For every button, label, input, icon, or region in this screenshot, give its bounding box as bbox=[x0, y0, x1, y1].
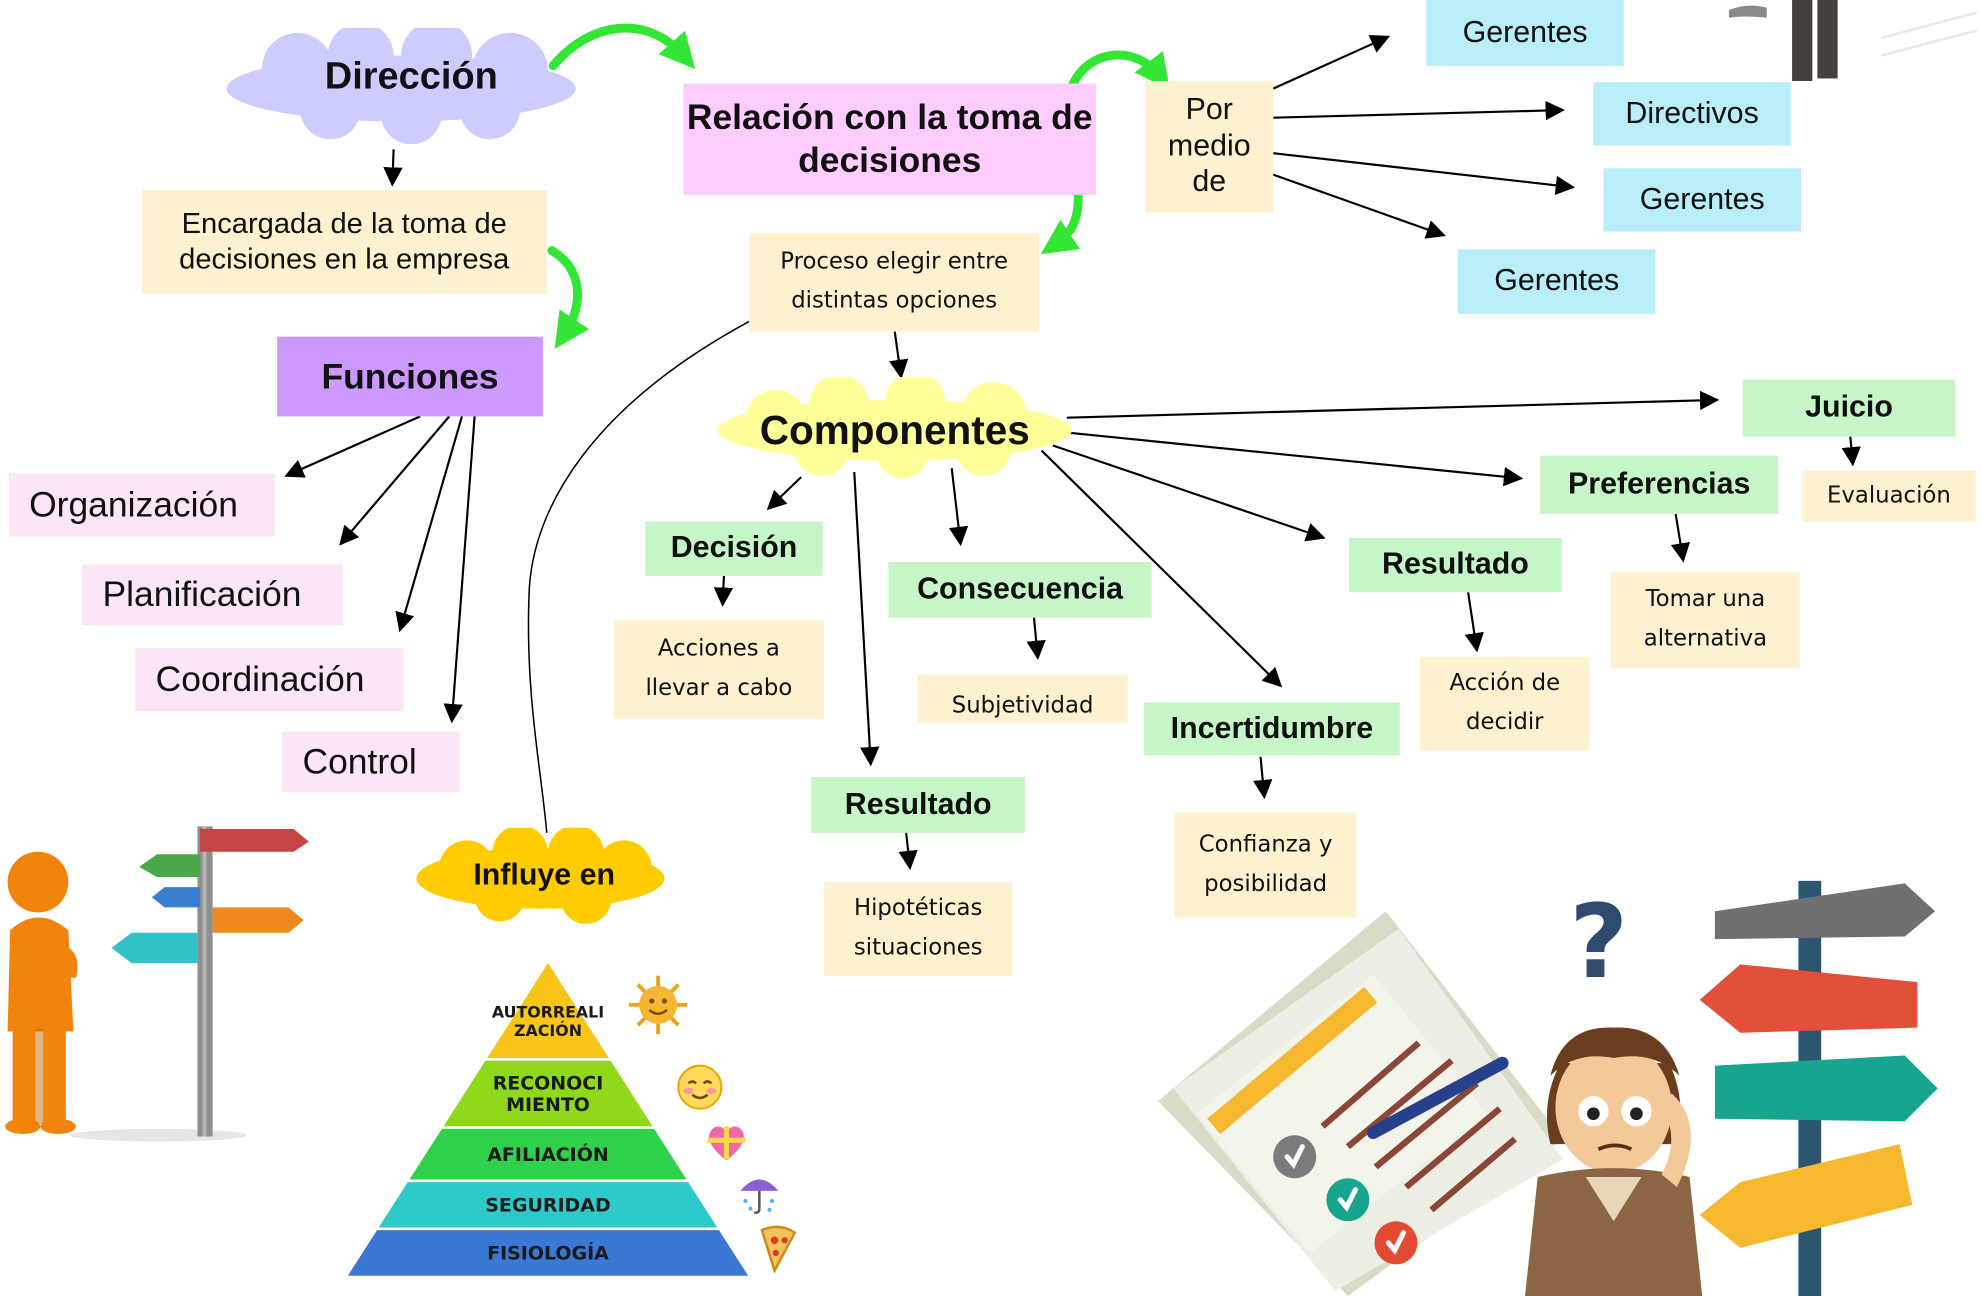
businessman-legs-illustration bbox=[1728, 0, 1978, 81]
arrow-direccion-encargada bbox=[383, 149, 403, 187]
componentes-node: Componentes bbox=[759, 406, 1030, 453]
green-arrow-encargada-funciones bbox=[547, 246, 590, 349]
arrow-consecuencia-subjetividad bbox=[1026, 617, 1046, 661]
control-node: Control bbox=[282, 731, 460, 793]
por-medio-de-node: Por medio de bbox=[1145, 80, 1274, 213]
pizza-icon bbox=[760, 1225, 797, 1274]
sun-face-icon bbox=[629, 975, 688, 1034]
arrow-componentes-decision bbox=[766, 476, 802, 511]
gerentes-node-1: Gerentes bbox=[1426, 0, 1624, 66]
coordinacion-node: Coordinación bbox=[135, 647, 404, 712]
pyramid-level-label-4: SEGURIDAD bbox=[485, 1194, 610, 1216]
funciones-node: Funciones bbox=[277, 336, 543, 417]
green-arrow-direccion-relacion bbox=[548, 23, 696, 71]
umbrella-rain-icon bbox=[740, 1179, 779, 1214]
confianza-node: Confianza y posibilidad bbox=[1174, 812, 1357, 918]
decision-node: Decisión bbox=[645, 521, 823, 576]
influye-node: Influye en bbox=[473, 858, 616, 893]
arrow-incertidumbre-confianza bbox=[1253, 756, 1273, 800]
arrow-pormedio-gerentes3 bbox=[1272, 173, 1446, 239]
direccion-cloud-shape bbox=[226, 27, 576, 145]
influye-cloud-shape bbox=[416, 827, 665, 924]
encargada-node: Encargada de la toma de decisiones en la… bbox=[141, 189, 547, 294]
arrow-resultado2-accion bbox=[1464, 592, 1484, 653]
hipoteticas-node: Hipotéticas situaciones bbox=[823, 882, 1013, 976]
arrow-funciones-organizacion bbox=[284, 415, 421, 478]
preferencias-node: Preferencias bbox=[1540, 455, 1779, 514]
relacion-node: Relación con la toma de decisiones bbox=[683, 83, 1097, 195]
pyramid-level-label-3: AFILIACIÓN bbox=[487, 1142, 609, 1166]
green-arrow-relacion-pormedio bbox=[1068, 50, 1170, 91]
arrow-componentes-resultado1 bbox=[853, 472, 880, 767]
pyramid-level-5 bbox=[343, 1227, 753, 1279]
planificacion-node: Planificación bbox=[82, 564, 343, 626]
arrow-preferencias-tomar bbox=[1670, 513, 1691, 563]
arrow-decision-acciones bbox=[713, 575, 734, 607]
directivos-node: Directivos bbox=[1593, 82, 1791, 146]
arrow-componentes-consecuencia bbox=[948, 468, 969, 547]
green-arrow-relacion-proceso bbox=[1040, 191, 1083, 255]
arrow-resultado1-hipoteticas bbox=[898, 832, 918, 871]
blushing-face-icon bbox=[677, 1064, 723, 1110]
svg-text:?: ? bbox=[1569, 883, 1628, 1001]
accion-decidir-node: Acción de decidir bbox=[1420, 656, 1590, 751]
arrow-proceso-componentes bbox=[889, 331, 909, 380]
arrow-funciones-coordinacion bbox=[395, 416, 463, 633]
tomar-node: Tomar una alternativa bbox=[1611, 572, 1800, 669]
organizacion-node: Organización bbox=[8, 473, 275, 537]
arrow-componentes-incertidumbre bbox=[1040, 449, 1283, 688]
resultado-node-2: Resultado bbox=[1349, 537, 1562, 593]
acciones-node: Acciones a llevar a cabo bbox=[613, 620, 824, 719]
arrow-pormedio-gerentes2 bbox=[1273, 152, 1576, 195]
arrow-pormedio-directivos bbox=[1273, 100, 1565, 121]
arrow-juicio-evaluacion bbox=[1841, 436, 1861, 467]
thinking-person-signpost-illustration bbox=[5, 826, 309, 1142]
arrow-componentes-juicio bbox=[1066, 390, 1720, 419]
subjetividad-node: Subjetividad bbox=[917, 674, 1128, 723]
incertidumbre-node: Incertidumbre bbox=[1144, 702, 1400, 756]
pyramid-level-label-5: FISIOLOGÍA bbox=[487, 1242, 609, 1265]
arrow-funciones-planificacion bbox=[339, 415, 451, 546]
gift-heart-icon bbox=[707, 1126, 746, 1161]
consecuencia-node: Consecuencia bbox=[888, 561, 1152, 618]
confused-man-checklist-signs-illustration: ? bbox=[1158, 880, 1938, 1296]
direccion-node: Dirección bbox=[324, 55, 498, 98]
evaluacion-node: Evaluación bbox=[1802, 470, 1976, 522]
proceso-node: Proceso elegir entre distintas opciones bbox=[749, 232, 1040, 332]
resultado-node-1: Resultado bbox=[811, 777, 1026, 833]
arrow-pormedio-gerentes1 bbox=[1272, 35, 1391, 90]
juicio-node: Juicio bbox=[1742, 379, 1956, 437]
gerentes-node-3: Gerentes bbox=[1457, 249, 1656, 314]
componentes-cloud-shape bbox=[717, 377, 1072, 479]
arrow-componentes-resultado2 bbox=[1052, 444, 1326, 542]
arrow-funciones-control bbox=[443, 416, 476, 724]
arrow-componentes-preferencias bbox=[1069, 431, 1524, 487]
gerentes-node-2: Gerentes bbox=[1603, 168, 1801, 232]
curve-proceso-influye bbox=[527, 320, 750, 833]
